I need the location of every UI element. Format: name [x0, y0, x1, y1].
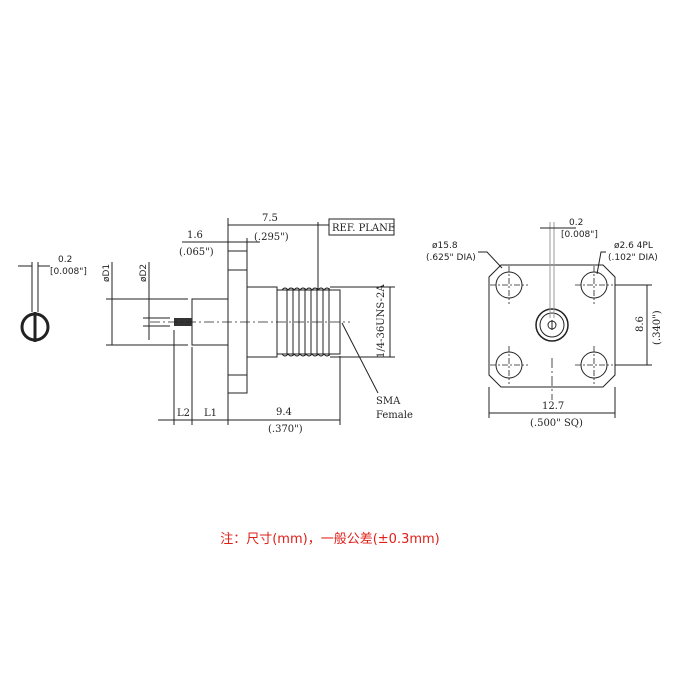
d2-label: øD2 — [139, 264, 149, 282]
flange-dim-in: (.065") — [179, 247, 214, 258]
width-dim: 12.7 — [542, 401, 564, 412]
hole-dia-in: (.102" DIA) — [608, 253, 658, 263]
length-dim: 9.4 — [276, 407, 292, 418]
flange-dim: 1.6 — [187, 230, 203, 241]
width-dim-in: (.500" SQ) — [530, 418, 583, 429]
symbol-tol: 0.2 — [58, 255, 72, 265]
symbol-tol-in: [0.008"] — [50, 267, 87, 277]
flange-dia: ø15.8 — [432, 241, 458, 251]
spacing-dim-in: (.340") — [652, 310, 663, 345]
ref-dim-in: (.295") — [254, 232, 289, 243]
front-tol: 0.2 — [569, 218, 583, 228]
square-flange — [488, 264, 616, 388]
tolerance-note: 注：尺寸(mm)，一般公差(±0.3mm) — [220, 531, 440, 547]
length-dim-in: (.370") — [268, 424, 303, 435]
l2-label: L2 — [177, 408, 190, 419]
flange-dia-in: (.625" DIA) — [426, 253, 476, 263]
front-view: 0.2 [0.008"] ø15.8 (.625" DIA) ø2.6 4PL … — [426, 218, 663, 429]
sma-label: SMA — [376, 396, 401, 407]
hole-dia: ø2.6 4PL — [614, 241, 653, 251]
thread-label: 1/4-36UNS-2A — [376, 284, 387, 358]
d1-label: øD1 — [102, 264, 112, 282]
concentricity-symbol: 0.2 [0.008"] — [18, 255, 87, 342]
ref-dim: 7.5 — [262, 213, 278, 224]
l1-label: L1 — [204, 408, 217, 419]
spacing-dim: 8.6 — [635, 316, 646, 332]
ref-plane-label: REF. PLANE — [332, 223, 395, 234]
side-view: øD1 øD2 L2 L1 9.4 (.370") 7.5 (.295") 1.… — [102, 213, 413, 435]
front-tol-in: [0.008"] — [561, 230, 598, 240]
female-label: Female — [376, 410, 413, 421]
